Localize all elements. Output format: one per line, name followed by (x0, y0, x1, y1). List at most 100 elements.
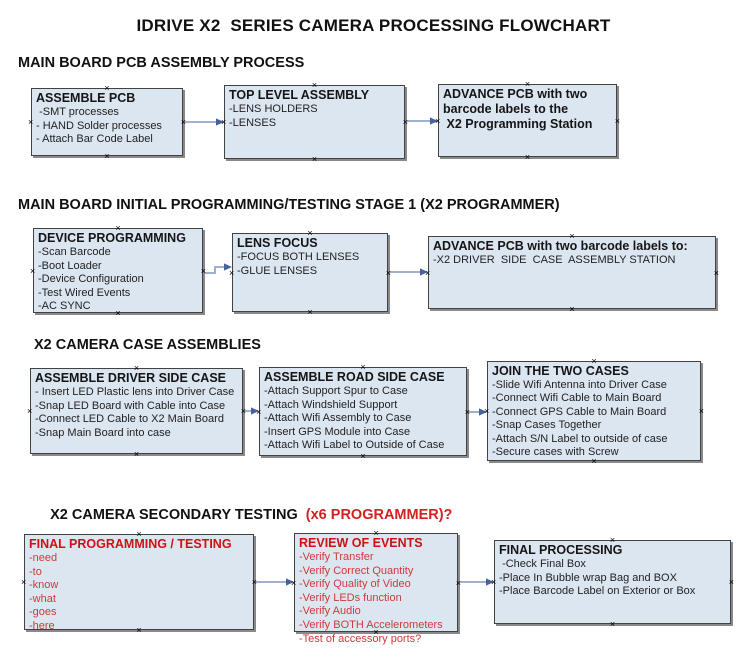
box-item: -Verify Transfer (299, 551, 374, 563)
box-item: -Attach Wifi Label to Outside of Case (264, 439, 445, 452)
box-item: -Connect Wifi Cable to Main Board (492, 392, 662, 405)
connector-arrow (405, 117, 438, 125)
box-title: DEVICE PROGRAMMING (38, 231, 186, 245)
box-item: -Attach Wifi Assembly to Case (264, 412, 412, 425)
connection-x-icon (373, 529, 378, 537)
box-items: -LENS HOLDERS-LENSES (229, 103, 400, 130)
box-items: -FOCUS BOTH LENSES-GLUE LENSES (237, 251, 383, 278)
connection-x-icon (312, 155, 317, 163)
box-item: -Verify Audio (299, 605, 361, 618)
box-item: - Attach Bar Code Label (36, 133, 153, 146)
connection-x-icon (591, 357, 596, 365)
connection-x-icon (360, 452, 365, 460)
connection-x-icon (30, 267, 35, 275)
connection-x-icon (610, 536, 615, 544)
box-title: FINAL PROGRAMMING / TESTING (29, 537, 232, 551)
box-item: - HAND Solder processes (36, 119, 162, 132)
box-title: ADVANCE PCB with two barcode labels to t… (443, 87, 593, 131)
connection-x-icon (21, 578, 26, 586)
connection-x-icon (465, 408, 470, 416)
box-items: -SMT processes- HAND Solder processes- A… (36, 106, 178, 147)
connection-x-icon (134, 450, 139, 458)
connection-x-icon (115, 224, 120, 232)
box-item: -know (29, 579, 59, 592)
box-item: -LENS HOLDERS (229, 103, 318, 115)
connection-x-icon (491, 578, 496, 586)
connection-x-icon (610, 620, 615, 628)
box-item: -Test Wired Events (38, 286, 131, 299)
connection-x-icon (373, 628, 378, 636)
page-title: IDRIVE X2 SERIES CAMERA PROCESSING FLOWC… (136, 16, 611, 35)
connection-x-icon (136, 530, 141, 538)
connection-x-icon (386, 269, 391, 277)
box-item: -GLUE LENSES (237, 264, 318, 277)
box-title: ASSEMBLE PCB (36, 91, 136, 105)
box-item: -Device Configuration (38, 273, 144, 286)
connection-x-icon (115, 309, 120, 317)
box-item: -Secure cases with Screw (492, 446, 619, 459)
box-item: -Verify LEDs function (299, 591, 402, 604)
box-title: ASSEMBLE DRIVER SIDE CASE (35, 371, 227, 385)
box-items: -Attach Support Spur to Case-Attach Wind… (264, 385, 462, 453)
box-item: -Verify Quality of Video (299, 578, 411, 591)
box-item: -Attach Windshield Support (264, 398, 398, 411)
connector-arrow (458, 578, 494, 586)
connector-arrow (183, 118, 224, 126)
box-items: -Scan Barcode-Boot Loader-Device Configu… (38, 246, 198, 314)
box-assemble-road-side-case: ASSEMBLE ROAD SIDE CASE -Attach Support … (259, 367, 467, 456)
box-item: -Place In Bubble wrap Bag and BOX (499, 571, 677, 584)
connection-x-icon (569, 305, 574, 313)
box-item: -Verify BOTH Accelerometers (299, 618, 443, 631)
connection-x-icon (252, 578, 257, 586)
box-item: -Snap Main Board into case (35, 426, 171, 439)
box-item: -Boot Loader (38, 259, 102, 272)
section-heading-case-assemblies: X2 CAMERA CASE ASSEMBLIES (34, 337, 261, 353)
box-device-programming: DEVICE PROGRAMMING -Scan Barcode-Boot Lo… (33, 228, 203, 313)
box-item: -Connect LED Cable to X2 Main Board (35, 413, 224, 426)
box-item: - Insert LED Plastic lens into Driver Ca… (35, 386, 235, 398)
box-item: -Snap LED Board with Cable into Case (35, 399, 226, 412)
box-items: -Verify Transfer-Verify Correct Quantity… (299, 551, 453, 646)
box-item: -Check Final Box (499, 558, 586, 570)
box-assemble-driver-side-case: ASSEMBLE DRIVER SIDE CASE - Insert LED P… (30, 368, 243, 454)
box-assemble-pcb: ASSEMBLE PCB -SMT processes- HAND Solder… (31, 88, 183, 156)
box-item: -FOCUS BOTH LENSES (237, 251, 360, 263)
box-item: -to (29, 565, 42, 578)
box-final-programming-testing: FINAL PROGRAMMING / TESTING -need-to-kno… (21, 534, 257, 632)
connection-x-icon (591, 457, 596, 465)
box-item: -AC SYNC (38, 300, 91, 313)
connection-x-icon (307, 308, 312, 316)
connection-x-icon (729, 578, 734, 586)
connector-arrow (388, 268, 428, 276)
box-final-processing: FINAL PROCESSING -Check Final Box-Place … (494, 540, 731, 624)
connection-x-icon (28, 118, 33, 126)
section-heading-secondary-testing: X2 CAMERA SECONDARY TESTING (x6 PROGRAMM… (34, 491, 452, 539)
connection-x-icon (360, 363, 365, 371)
connection-x-icon (27, 407, 32, 415)
connection-x-icon (425, 269, 430, 277)
box-title: TOP LEVEL ASSEMBLY (229, 88, 370, 102)
section-heading-initial-programming: MAIN BOARD INITIAL PROGRAMMING/TESTING S… (18, 197, 560, 213)
box-items: -Check Final Box-Place In Bubble wrap Ba… (499, 558, 726, 599)
section-heading-pcb-assembly: MAIN BOARD PCB ASSEMBLY PROCESS (18, 55, 305, 71)
connection-x-icon (569, 232, 574, 240)
connection-x-icon (714, 269, 719, 277)
connection-x-icon (403, 118, 408, 126)
box-items: - Insert LED Plastic lens into Driver Ca… (35, 386, 238, 440)
connection-x-icon (615, 117, 620, 125)
box-item: -need (29, 552, 58, 564)
box-item: -what (29, 592, 56, 605)
box-item: -X2 DRIVER SIDE CASE ASSEMBLY STATION (433, 254, 676, 266)
connection-x-icon (525, 153, 530, 161)
box-item: -Scan Barcode (38, 246, 111, 258)
connection-x-icon (201, 267, 206, 275)
connection-x-icon (256, 408, 261, 416)
box-item: -Slide Wifi Antenna into Driver Case (492, 379, 667, 391)
connection-x-icon (291, 579, 296, 587)
box-items: -Slide Wifi Antenna into Driver Case-Con… (492, 379, 696, 459)
connection-x-icon (525, 80, 530, 88)
box-item: -goes (29, 606, 57, 619)
box-items: -need-to-know-what-goes-here (29, 552, 249, 634)
section-heading-secondary-testing-red: (x6 PROGRAMMER)? (301, 507, 453, 523)
